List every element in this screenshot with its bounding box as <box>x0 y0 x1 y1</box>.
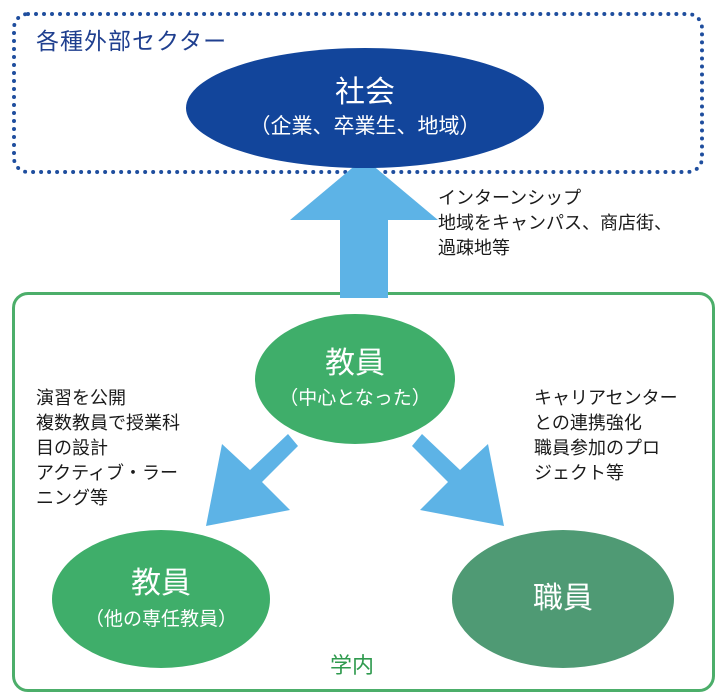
faculty-other-title: 教員 <box>131 566 191 601</box>
faculty-other-node: 教員 （他の専任教員） <box>52 530 270 668</box>
faculty-center-node: 教員 （中心となった） <box>255 314 455 444</box>
campus-label: 学内 <box>330 654 375 679</box>
arrow-to-other-faculty <box>206 434 298 526</box>
note-faculty-link: 演習を公開 複数教員で授業科 目の設計 アクティブ・ラー ニング等 <box>36 388 180 509</box>
note-society-link: インターンシップ 地域をキャンパス、商店街、 過疎地等 <box>438 188 672 259</box>
arrow-up-to-society <box>290 158 438 298</box>
note-staff-link: キャリアセンター との連携強化 職員参加のプロ ジェクト等 <box>534 388 678 484</box>
external-sectors-label: 各種外部セクター <box>36 29 228 55</box>
society-subtitle: （企業、卒業生、地域） <box>249 114 481 138</box>
faculty-center-subtitle: （中心となった） <box>279 387 431 409</box>
arrow-to-staff <box>412 434 504 526</box>
society-node: 社会 （企業、卒業生、地域） <box>186 48 544 168</box>
faculty-other-subtitle: （他の専任教員） <box>84 608 237 630</box>
staff-title: 職員 <box>533 581 593 616</box>
society-title: 社会 <box>335 75 395 110</box>
faculty-center-title: 教員 <box>325 346 385 381</box>
staff-node: 職員 <box>452 530 674 668</box>
